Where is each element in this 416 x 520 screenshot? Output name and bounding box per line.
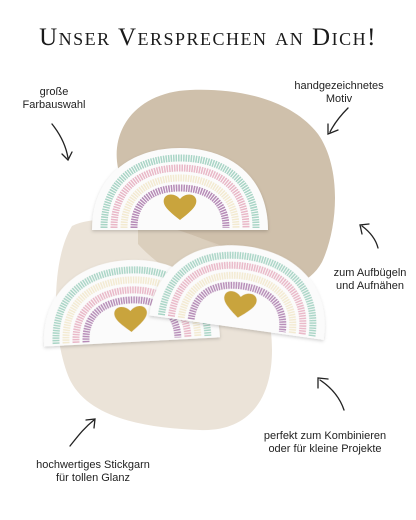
feature-farbauswahl-line2: Farbauswahl bbox=[22, 99, 86, 111]
feature-motiv-line2: Motiv bbox=[325, 93, 353, 105]
feature-aufbuegeln: zum Aufbügeln und Aufnähen bbox=[330, 267, 410, 293]
feature-stickgarn: hochwertiges Stickgarn für tollen Glanz bbox=[8, 459, 178, 485]
page-title: Unser Versprechen an Dich! bbox=[39, 24, 377, 51]
arrow-icon bbox=[69, 418, 96, 447]
feature-farbauswahl: große Farbauswahl bbox=[14, 86, 94, 112]
feature-kombinieren: perfekt zum Kombinieren oder für kleine … bbox=[240, 430, 410, 456]
feature-aufbuegeln-line1: zum Aufbügeln bbox=[333, 267, 407, 279]
heart-icon bbox=[163, 194, 197, 220]
heart-icon bbox=[114, 306, 147, 332]
arrow-icon bbox=[327, 107, 349, 135]
feature-stickgarn-line2: für tollen Glanz bbox=[56, 472, 130, 484]
heart-icon bbox=[224, 291, 257, 318]
rainbow-patch bbox=[149, 245, 325, 340]
feature-farbauswahl-line1: große bbox=[39, 86, 69, 98]
feature-aufbuegeln-line2: und Aufnähen bbox=[336, 280, 404, 292]
feature-motiv: handgezeichnetes Motiv bbox=[274, 80, 404, 106]
feature-kombinieren-line2: oder für kleine Projekte bbox=[268, 443, 382, 455]
feature-stickgarn-line1: hochwertiges Stickgarn bbox=[36, 459, 150, 471]
arrow-icon bbox=[359, 223, 379, 249]
feature-kombinieren-line1: perfekt zum Kombinieren bbox=[263, 430, 387, 442]
arrow-icon bbox=[317, 377, 345, 411]
arrow-icon bbox=[51, 123, 73, 162]
feature-motiv-line1: handgezeichnetes bbox=[294, 80, 384, 92]
rainbow-patch bbox=[92, 148, 268, 230]
